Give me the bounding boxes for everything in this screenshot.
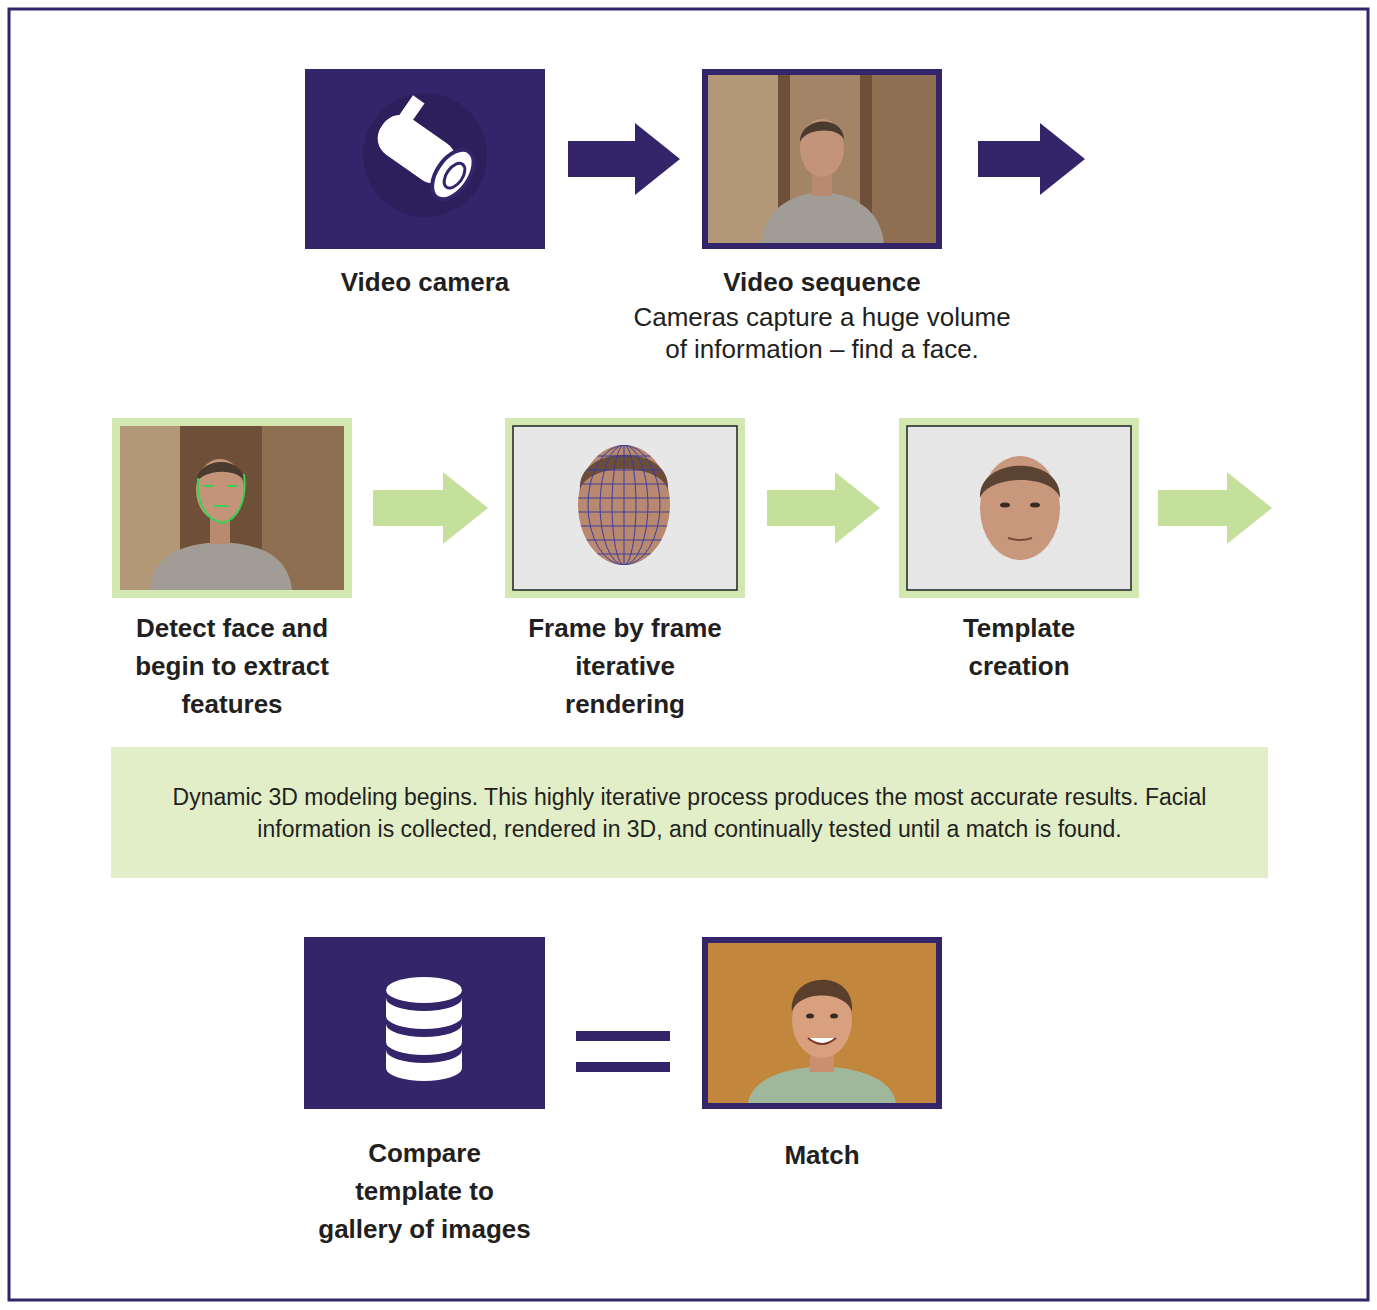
database-icon <box>386 998 462 1029</box>
portrait-hair <box>792 980 852 1012</box>
node-label: Template creation <box>929 609 1109 685</box>
camera-node: Video camera <box>305 69 545 249</box>
person-body <box>762 192 884 243</box>
door-frame <box>872 75 936 243</box>
mesh-meridian <box>624 445 625 565</box>
caption-block: Frame by frame iterative rendering <box>520 609 730 723</box>
detect-node: Detect face and begin to extract feature… <box>112 418 352 598</box>
match-node: Match <box>702 937 942 1109</box>
portrait-eye <box>806 1014 814 1019</box>
hallway-wall <box>708 75 778 243</box>
face-contour <box>198 474 245 523</box>
caption-block: Detect face and begin to extract feature… <box>117 609 347 723</box>
caption-block: Video sequenceCameras capture a huge vol… <box>626 263 1018 365</box>
node-label: Match <box>702 1136 942 1174</box>
mesh-grid <box>570 445 680 565</box>
block-arrow <box>568 123 680 195</box>
hallway <box>708 75 936 243</box>
node-label: Compare template to gallery of images <box>314 1134 536 1248</box>
camera-panel <box>305 69 545 249</box>
block-arrow <box>767 472 880 544</box>
hallway <box>120 426 344 590</box>
caption-block: Video camera <box>295 263 555 301</box>
portrait-eye <box>830 1014 838 1019</box>
node-label: Video sequence <box>626 263 1018 301</box>
portrait-background <box>708 943 936 1103</box>
camera-icon <box>366 91 490 207</box>
template-eye <box>1000 503 1010 508</box>
caption-block: Compare template to gallery of images <box>314 1134 536 1248</box>
template-eye <box>1030 503 1040 508</box>
database-icon <box>386 977 462 1003</box>
block-arrow <box>373 472 488 544</box>
portrait-smile <box>808 1038 836 1044</box>
photo-frame <box>702 937 942 1109</box>
database-panel <box>304 937 545 1109</box>
template-node: Template creation <box>899 418 1139 598</box>
continue-arrow <box>978 123 1085 195</box>
node-label: Detect face and begin to extract feature… <box>117 609 347 723</box>
continue-arrow <box>1158 472 1272 544</box>
database-icon <box>386 1024 462 1055</box>
photo-frame <box>112 418 352 598</box>
description-text: Cameras capture a huge volume of informa… <box>626 301 1018 365</box>
equals-connector <box>576 1031 670 1072</box>
photo-frame <box>702 69 942 249</box>
template-face <box>980 456 1060 560</box>
template-mouth <box>1008 538 1032 540</box>
photo-frame <box>899 418 1139 598</box>
person-head <box>800 119 844 177</box>
template-panel <box>907 426 1131 590</box>
photo-frame <box>505 418 745 598</box>
note-band: Dynamic 3D modeling begins. This highly … <box>111 747 1268 878</box>
node-label: Video camera <box>295 263 555 301</box>
mesh-meridian <box>600 445 648 565</box>
person-hair <box>800 121 844 142</box>
database-icon <box>386 1050 462 1081</box>
database-node: Compare template to gallery of images <box>304 937 545 1109</box>
render-panel <box>513 426 737 590</box>
mesh-lines <box>570 456 680 554</box>
video-node: Video sequenceCameras capture a huge vol… <box>702 69 942 249</box>
caption-block: Match <box>702 1136 942 1174</box>
outer-frame <box>9 9 1368 1300</box>
mesh-meridian <box>588 445 660 565</box>
camera-lens-inner <box>440 160 469 192</box>
render-node: Frame by frame iterative rendering <box>505 418 745 598</box>
camera-lens <box>424 142 482 206</box>
caption-block: Template creation <box>929 609 1109 685</box>
person-body <box>150 542 292 590</box>
mesh-meridian <box>612 445 636 565</box>
icon-disc <box>363 93 487 217</box>
mesh-head <box>578 445 670 565</box>
person-hair <box>196 462 244 484</box>
template-hair <box>980 466 1060 498</box>
note-text: Dynamic 3D modeling begins. This highly … <box>135 781 1244 845</box>
node-label: Frame by frame iterative rendering <box>520 609 730 723</box>
